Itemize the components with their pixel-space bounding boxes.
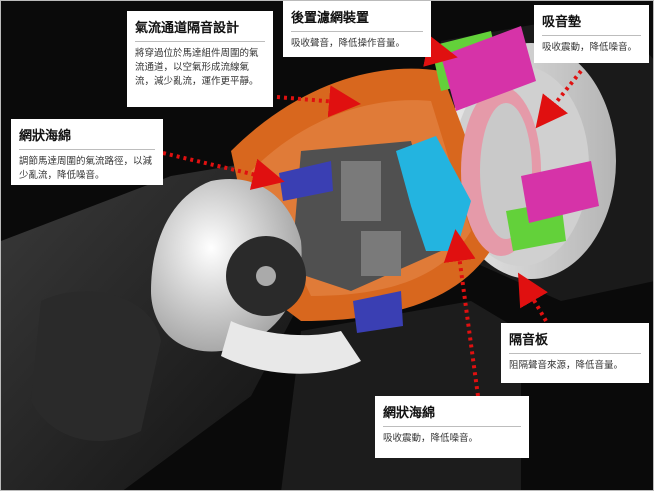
arrow-mesh-left	[162, 151, 285, 190]
sound-pad-top	[441, 26, 536, 111]
callout-mesh-sponge-left-desc: 調節馬達周圍的氣流路徑，以減少亂流，降低噪音。	[19, 156, 153, 181]
arrow-mesh-bottom	[443, 229, 480, 397]
callout-sound-pad: 吸音墊 吸收震動，降低噪音。	[534, 5, 649, 63]
callout-mesh-sponge-bottom-desc: 吸收震動，降低噪音。	[383, 433, 479, 444]
white-lower-shell	[221, 321, 361, 374]
mesh-sponge-top	[279, 161, 333, 201]
callout-baffle-desc: 阻隔聲音來源，降低音量。	[509, 360, 624, 371]
cyan-baffle	[396, 136, 471, 251]
motor-coil-lower	[361, 231, 401, 276]
arrow-sound-pad	[535, 69, 583, 129]
callout-sound-pad-title: 吸音墊	[542, 11, 641, 36]
callout-rear-filter-desc: 吸收聲音，降低操作音量。	[291, 38, 406, 49]
impeller-hub	[256, 266, 276, 286]
callout-airflow-desc: 將穿過位於馬達組件周圍的氣流通道，以空氣形成流線氣流，減少亂流，運作更平靜。	[135, 48, 259, 87]
mesh-sponge-bottom-shape	[353, 291, 403, 333]
sound-pad-bottom	[521, 161, 599, 223]
callout-mesh-sponge-bottom: 網狀海綿 吸收震動，降低噪音。	[375, 396, 529, 458]
callout-rear-filter-title: 後置濾網裝置	[291, 7, 423, 32]
callout-rear-filter: 後置濾網裝置 吸收聲音，降低操作音量。	[283, 1, 431, 57]
motor-coil	[341, 161, 381, 221]
callout-airflow: 氣流通道隔音設計 將穿過位於馬達組件周圍的氣流通道，以空氣形成流線氣流，減少亂流…	[127, 11, 273, 107]
arrow-baffle	[517, 272, 548, 323]
callout-mesh-sponge-left-title: 網狀海綿	[19, 125, 155, 150]
arrow-airflow	[276, 85, 361, 118]
callout-mesh-sponge-bottom-title: 網狀海綿	[383, 402, 521, 427]
callout-baffle-title: 隔音板	[509, 329, 641, 354]
callout-airflow-title: 氣流通道隔音設計	[135, 17, 265, 42]
filter-core	[480, 103, 532, 239]
callout-baffle: 隔音板 阻隔聲音來源，降低音量。	[501, 323, 649, 383]
callout-mesh-sponge-left: 網狀海綿 調節馬達周圍的氣流路徑，以減少亂流，降低噪音。	[11, 119, 163, 185]
callout-sound-pad-desc: 吸收震動，降低噪音。	[542, 42, 638, 53]
lower-housing	[31, 291, 161, 441]
